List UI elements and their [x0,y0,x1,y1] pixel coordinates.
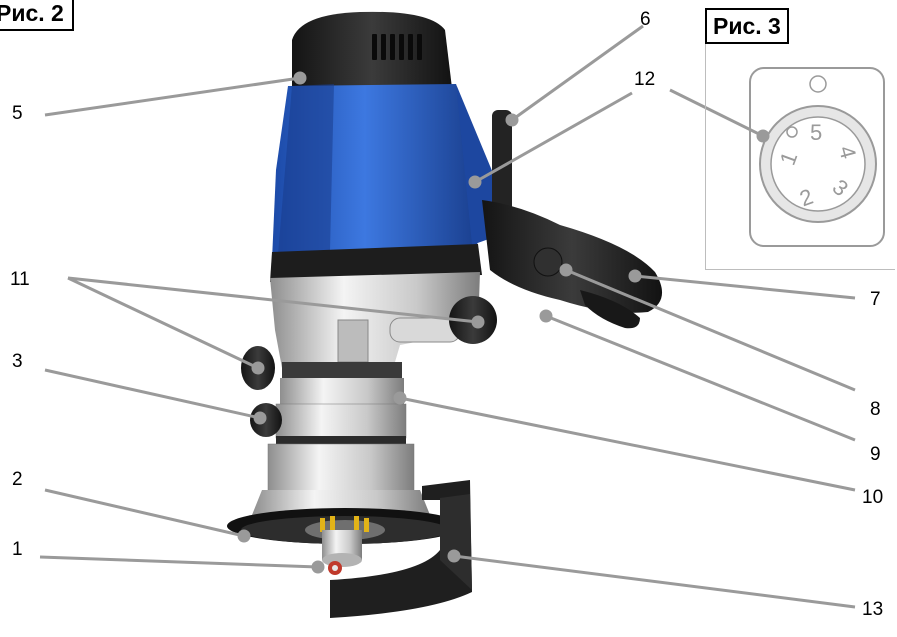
callout-10: 10 [862,487,884,508]
leader-line-2 [44,488,245,538]
callout-7: 7 [870,289,881,310]
leader-line-7 [634,274,856,300]
callout-13: 13 [862,599,884,620]
leader-line-10 [399,396,856,492]
yellow-inserts [320,516,369,532]
dial-number-5: 5 [810,120,822,145]
callout-5: 5 [12,103,23,124]
leader-dot-11a [471,315,485,329]
leader-dot-1 [311,560,325,574]
leader-line-11a [67,276,479,324]
leader-line-9 [545,314,856,442]
callout-1: 1 [12,539,23,560]
spindle [322,530,362,575]
leader-dot-12 [468,175,482,189]
leader-dot-8 [559,263,573,277]
leader-dot-9 [539,309,553,323]
figure-2-title: Рис. 2 [0,0,74,31]
leader-dot-6 [505,113,519,127]
callout-11: 11 [10,269,30,290]
cooling-vents [372,34,422,60]
leader-line-6 [511,24,644,122]
figure-3-title: Рис. 3 [705,8,789,44]
leader-dot-11b [251,361,265,375]
callout-9: 9 [870,444,881,465]
speed-dial: 1 2 3 4 5 [749,67,885,247]
callout-12: 12 [634,69,656,90]
leader-dot-10 [393,391,407,405]
callout-2: 2 [12,469,23,490]
callout-6: 6 [640,9,651,30]
motor-housing [272,84,500,260]
side-handle [482,110,663,329]
figure-3-panel [705,40,895,270]
leader-dot-13 [447,549,461,563]
leader-dot-3 [253,411,267,425]
leader-line-12 [474,91,633,184]
callout-8: 8 [870,399,881,420]
leader-line-13 [453,554,856,609]
leader-line-5 [44,76,301,117]
motor-cap [292,11,452,92]
leader-line-12b [669,88,764,138]
leader-dot-5 [293,71,307,85]
protective-guard [330,480,472,618]
leader-line-11b [67,276,259,370]
gear-band [270,244,482,282]
leader-dot-7 [628,269,642,283]
leader-dot-2 [237,529,251,543]
depth-rings [267,362,415,497]
leader-line-3 [44,368,261,420]
leader-line-1 [39,555,319,569]
leader-dot-12b [756,129,770,143]
leader-line-8 [565,268,856,392]
callout-3: 3 [12,351,23,372]
gear-housing [270,272,480,368]
leader-lines [39,24,856,609]
base-cone [252,490,430,515]
